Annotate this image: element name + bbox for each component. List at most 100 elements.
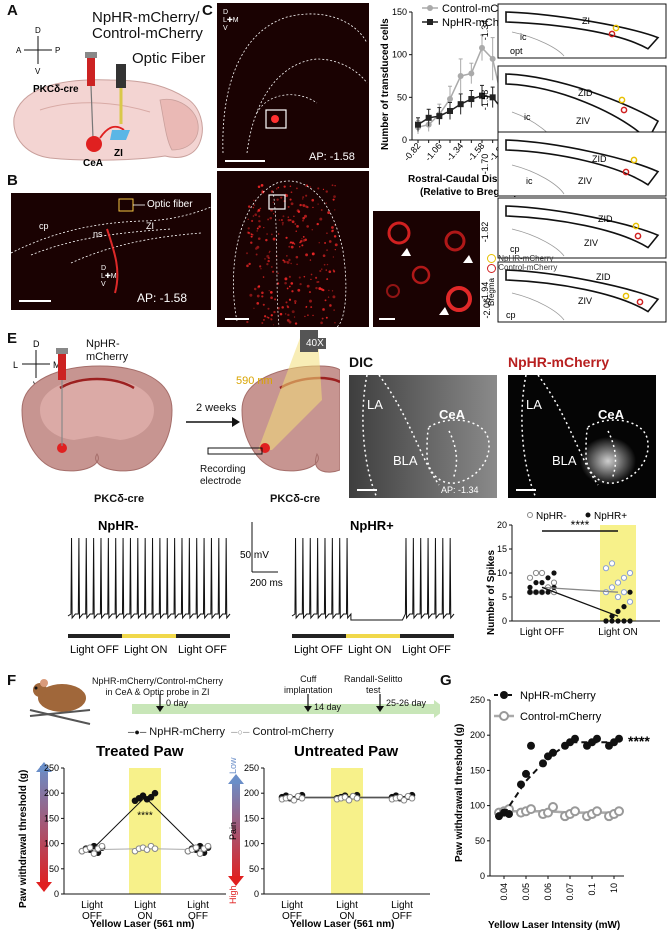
zi-label: ZI bbox=[114, 148, 123, 159]
day-0: 0 day bbox=[166, 698, 189, 708]
cell-dot bbox=[299, 282, 302, 286]
cell-dot bbox=[256, 227, 259, 230]
x-tick-label: 10 bbox=[609, 883, 619, 893]
light-on-1: Light ON bbox=[124, 644, 167, 656]
y-tick-label: 150 bbox=[244, 813, 259, 823]
compass-e-d: D bbox=[33, 339, 40, 349]
cell-dot bbox=[291, 241, 295, 245]
cell-dot bbox=[334, 185, 336, 187]
data-point bbox=[345, 796, 353, 804]
cell-dot bbox=[247, 227, 250, 230]
g-ylabel: Paw withdrawal threshold (g) bbox=[454, 724, 465, 862]
npHR-minus-on bbox=[620, 574, 628, 581]
cell-dot bbox=[291, 290, 294, 293]
cell-dot bbox=[296, 225, 299, 228]
la-label-dic: LA bbox=[367, 397, 383, 412]
cell-dot bbox=[320, 288, 324, 291]
cell-dot bbox=[246, 320, 249, 324]
x-tick-label: OFF bbox=[188, 911, 208, 922]
cell-dot bbox=[304, 214, 307, 218]
compass-p: P bbox=[55, 46, 60, 55]
cell-dot bbox=[290, 202, 294, 206]
y-tick-label: 200 bbox=[470, 730, 485, 740]
cell-dot bbox=[272, 201, 275, 204]
y-tick-label: 100 bbox=[44, 839, 59, 849]
nphr-point bbox=[593, 734, 601, 743]
cell-dot bbox=[288, 320, 292, 324]
cell-dot bbox=[333, 309, 335, 311]
cell-dot bbox=[302, 236, 305, 238]
cell-dot bbox=[333, 270, 336, 273]
cp-label: cp bbox=[39, 221, 49, 231]
sig-stars: **** bbox=[137, 810, 153, 821]
cell-dot bbox=[266, 263, 269, 266]
npHR-minus-on bbox=[614, 579, 622, 586]
cell-dot bbox=[324, 242, 327, 244]
panel-f-charts: Treated Paw Untreated Paw Paw withdrawal… bbox=[18, 743, 430, 930]
chart-c-xlabel-1: Rostral-Caudal Distribution bbox=[408, 174, 530, 185]
data-point bbox=[457, 101, 464, 108]
nphr-point bbox=[522, 769, 530, 778]
ap-label-b: AP: -1.58 bbox=[137, 291, 188, 305]
atlas-label: ZIV bbox=[576, 116, 590, 126]
atlas-level-2: -1.70 bbox=[480, 154, 490, 175]
panel-c-image-3 bbox=[373, 211, 480, 327]
cell-dot bbox=[334, 243, 338, 247]
cell-dot bbox=[248, 262, 251, 266]
cell-dot bbox=[309, 299, 312, 303]
cell-dot bbox=[276, 282, 280, 285]
cell-dot bbox=[326, 249, 328, 252]
cell-dot bbox=[287, 313, 290, 317]
cell-dot bbox=[315, 276, 318, 279]
data-point bbox=[468, 70, 475, 77]
x-tick-label: 0.04 bbox=[499, 883, 509, 901]
cell-dot bbox=[281, 306, 284, 309]
cell-dot bbox=[305, 305, 308, 308]
cell-dot bbox=[302, 216, 305, 220]
cell-dot bbox=[248, 231, 250, 234]
legend-marker-nphr bbox=[427, 19, 433, 25]
y-tick-label: 0 bbox=[502, 616, 507, 626]
cell-dot bbox=[289, 241, 293, 244]
atlas-label: ic bbox=[526, 176, 533, 186]
cell-dot bbox=[256, 294, 260, 298]
npHR-plus-off bbox=[539, 589, 545, 595]
cell-dot bbox=[312, 206, 314, 209]
mouse-label-e1: PKCδ-cre bbox=[94, 493, 145, 505]
cell-dot bbox=[269, 290, 273, 294]
f-xlabel-1: Yellow Laser (561 nm) bbox=[90, 919, 195, 930]
cuff-label: Cuff implantation bbox=[284, 674, 333, 695]
data-point bbox=[489, 94, 496, 101]
atlas-dot bbox=[622, 292, 630, 300]
cell-dot bbox=[261, 291, 264, 295]
data-point bbox=[400, 796, 408, 804]
cell-dot bbox=[267, 256, 270, 260]
cell-dot bbox=[258, 225, 261, 228]
cell-dot bbox=[332, 198, 335, 201]
cell-dot bbox=[278, 219, 281, 221]
x-tick-label: ON bbox=[340, 911, 355, 922]
control-point bbox=[548, 802, 558, 813]
panel-d-atlas: -1.34-1.58-1.70-1.82-1.94Bregma-2.06ZIZI… bbox=[480, 3, 667, 323]
cell-dot bbox=[325, 316, 328, 319]
cell-dot bbox=[325, 202, 327, 204]
optic-fiber-label-b: Optic fiber bbox=[147, 199, 193, 210]
data-point bbox=[489, 55, 496, 62]
cell-dot bbox=[258, 219, 261, 223]
data-point bbox=[425, 114, 432, 121]
compass-v: V bbox=[35, 67, 41, 76]
cell-dot bbox=[299, 239, 303, 243]
cell-dot bbox=[262, 276, 265, 278]
data-point bbox=[353, 794, 361, 802]
atlas-label: ic bbox=[520, 32, 527, 42]
day-25: 25-26 day bbox=[386, 698, 427, 708]
cell-dot bbox=[334, 209, 336, 211]
cell-dot bbox=[256, 301, 260, 305]
cell-dot bbox=[288, 245, 291, 248]
cell-dot bbox=[296, 263, 298, 266]
cell-dot bbox=[312, 314, 314, 317]
cell-dot bbox=[272, 237, 276, 241]
npHR-plus-on bbox=[621, 604, 627, 610]
legend-f-control: Control-mCherry bbox=[252, 726, 334, 738]
panel-a-schematic: D V A P CeA ZI PKCδ-cre bbox=[13, 26, 203, 169]
